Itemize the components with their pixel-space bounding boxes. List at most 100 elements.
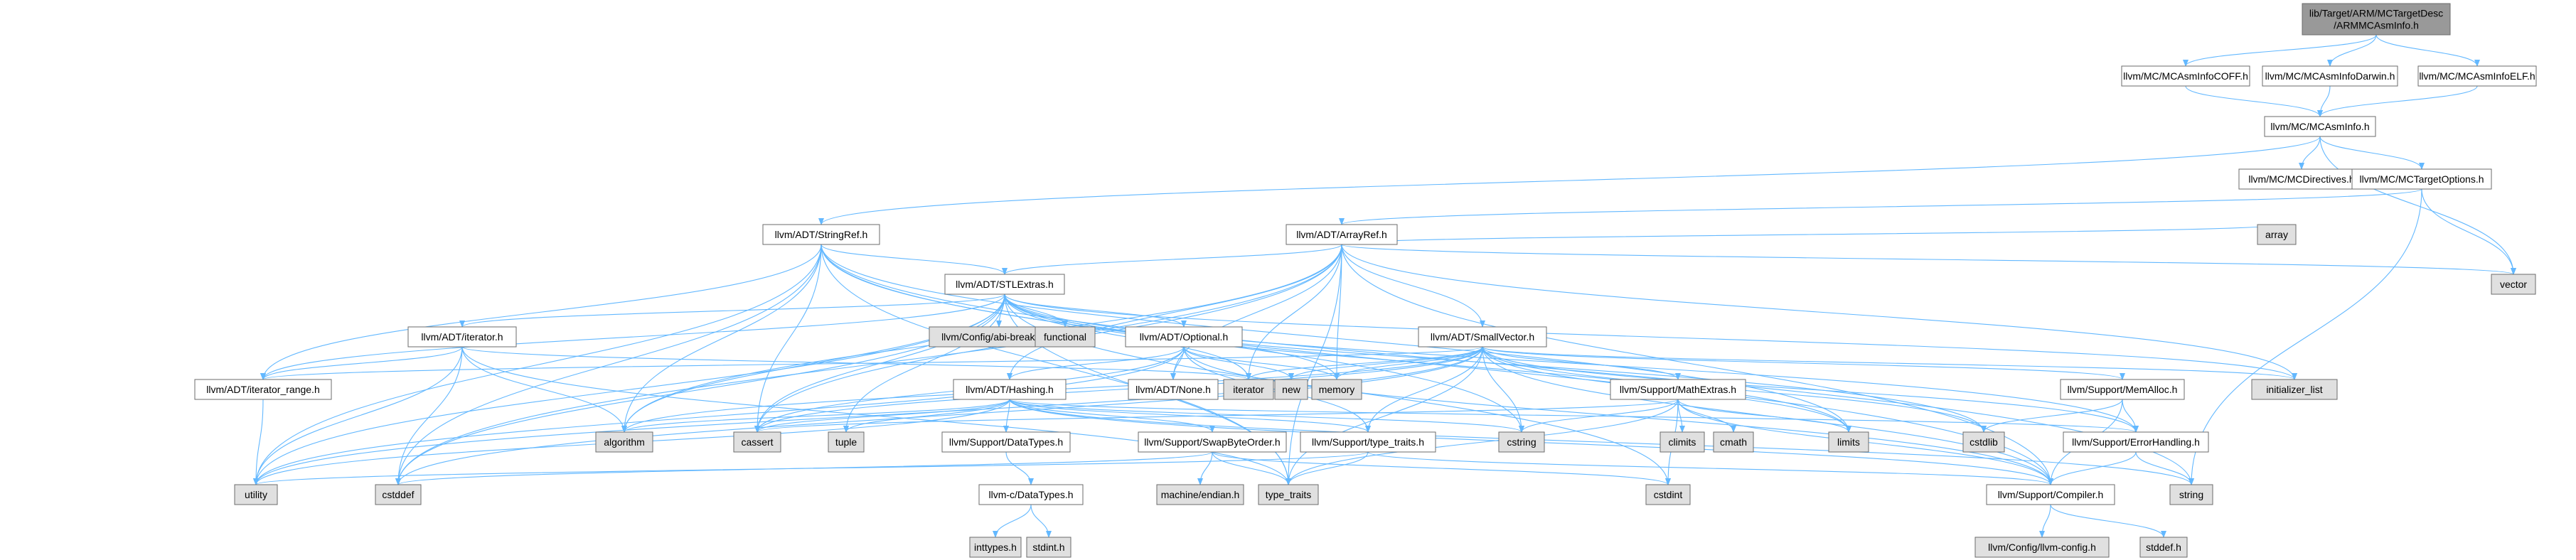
- node-box: [2262, 65, 2398, 87]
- node-box: [194, 379, 332, 400]
- node-iterator: iterator: [1223, 379, 1274, 400]
- edge-stringref-to-iterator_range: [260, 244, 822, 380]
- node-iterator_h[interactable]: llvm/ADT/iterator.h: [407, 326, 517, 348]
- edge-swapbyteorder-to-type_traits: [1212, 451, 1291, 485]
- node-box: [1138, 431, 1287, 453]
- node-mcasminfo[interactable]: llvm/MC/MCAsmInfo.h: [2264, 116, 2376, 137]
- node-label: llvm/ADT/SmallVector.h: [1431, 331, 1534, 343]
- edge-hashing-to-type_traits_h: [1009, 399, 1371, 433]
- node-compiler[interactable]: llvm/Support/Compiler.h: [1986, 484, 2115, 505]
- edge-smallvector-to-new: [1288, 346, 1483, 380]
- node-box: [2351, 168, 2492, 190]
- edge-coff-to-mcasminfo: [2185, 85, 2323, 117]
- edge-smallvector-to-errorhandling: [1482, 346, 2139, 433]
- node-optional[interactable]: llvm/ADT/Optional.h: [1125, 326, 1243, 348]
- node-label: cstdlib: [1970, 436, 1998, 448]
- edge-stringref-to-cstddef: [395, 244, 822, 485]
- node-box: [733, 431, 781, 453]
- edge-mctargetoptions-to-vector: [2421, 188, 2516, 275]
- node-box: [2121, 65, 2250, 87]
- node-stringref[interactable]: llvm/ADT/StringRef.h: [762, 224, 880, 245]
- edge-mathextras-to-type_traits: [1286, 399, 1679, 485]
- node-label: limits: [1837, 436, 1860, 448]
- edge-smallvector-to-type_traits: [1286, 346, 1483, 485]
- edge-hashing-to-swapbyteorder: [1009, 399, 1215, 433]
- edge-hashing-to-algorithm: [621, 399, 1010, 433]
- edge-hashing-to-errorhandling: [1009, 399, 2139, 433]
- node-label: cstring: [1507, 436, 1536, 448]
- edge-mathextras-to-cmath: [1677, 399, 1736, 433]
- node-box: [2257, 224, 2297, 245]
- node-datatypes_support[interactable]: llvm/Support/DataTypes.h: [941, 431, 1071, 453]
- edge-mathextras-to-limits: [1677, 399, 1851, 433]
- node-arrayref[interactable]: llvm/ADT/ArrayRef.h: [1286, 224, 1398, 245]
- edge-root-to-darwin: [2327, 34, 2377, 67]
- edge-smallvector-to-utility: [253, 346, 1483, 485]
- edge-arrayref-to-iterator: [1246, 244, 1342, 380]
- edge-arrayref-to-vector: [1341, 244, 2516, 275]
- edge-optional-to-memory: [1183, 346, 1340, 380]
- edge-errorhandling-to-string: [2135, 451, 2194, 485]
- node-type_traits_h[interactable]: llvm/Support/type_traits.h: [1300, 431, 1436, 453]
- node-box: [2251, 379, 2338, 400]
- edge-root-to-elf: [2375, 34, 2480, 67]
- edge-iterator_h-to-algorithm: [461, 346, 627, 433]
- edge-smallvector-to-iterator: [1246, 346, 1483, 380]
- node-box: [1610, 379, 1746, 400]
- edge-stringref-to-stlextras: [821, 244, 1008, 275]
- node-box: [2302, 3, 2451, 36]
- edge-mcasminfo-to-mcdirectives: [2299, 136, 2321, 170]
- edge-smallvector-to-cstring: [1482, 346, 1524, 433]
- node-label: llvm/ADT/iterator.h: [421, 331, 503, 343]
- edge-smallvector-to-memalloc: [1482, 346, 2125, 380]
- node-box: [1986, 484, 2115, 505]
- node-box: [2491, 274, 2536, 295]
- edge-arrayref-to-smallvector: [1341, 244, 1485, 328]
- node-box: [1828, 431, 1869, 453]
- node-label: stddef.h: [2146, 542, 2181, 553]
- node-label: functional: [1044, 331, 1086, 343]
- node-cstdint: cstdint: [1645, 484, 1691, 505]
- node-label: llvm/ADT/Optional.h: [1140, 331, 1228, 343]
- node-iterator_range[interactable]: llvm/ADT/iterator_range.h: [194, 379, 332, 400]
- node-label: llvm/ADT/STLExtras.h: [956, 279, 1054, 290]
- node-mcdirectives[interactable]: llvm/MC/MCDirectives.h: [2238, 168, 2365, 190]
- node-memalloc[interactable]: llvm/Support/MemAlloc.h: [2060, 379, 2185, 400]
- node-label: llvm/Support/ErrorHandling.h: [2072, 436, 2200, 448]
- node-elf[interactable]: llvm/MC/MCAsmInfoELF.h: [2417, 65, 2537, 87]
- node-darwin[interactable]: llvm/MC/MCAsmInfoDarwin.h: [2262, 65, 2398, 87]
- node-stlextras[interactable]: llvm/ADT/STLExtras.h: [944, 274, 1065, 295]
- edge-smallvector-to-mathextras: [1482, 346, 1681, 380]
- node-box: [1035, 326, 1096, 348]
- node-mctargetoptions[interactable]: llvm/MC/MCTargetOptions.h: [2351, 168, 2492, 190]
- node-box: [1274, 379, 1308, 400]
- edge-root-to-coff: [2183, 34, 2377, 67]
- node-label: llvm-c/DataTypes.h: [988, 489, 1073, 500]
- node-coff[interactable]: llvm/MC/MCAsmInfoCOFF.h: [2121, 65, 2250, 87]
- node-label: string: [2179, 489, 2203, 500]
- node-mathextras[interactable]: llvm/Support/MathExtras.h: [1610, 379, 1746, 400]
- node-label: llvm/Support/MathExtras.h: [1620, 384, 1736, 395]
- node-box: [234, 484, 278, 505]
- edge-smallvector-to-memory: [1334, 346, 1483, 380]
- node-memory: memory: [1311, 379, 1362, 400]
- node-label: llvm/MC/MCAsmInfo.h: [2270, 121, 2369, 132]
- node-errorhandling[interactable]: llvm/Support/ErrorHandling.h: [2063, 431, 2209, 453]
- node-label: memory: [1319, 384, 1355, 395]
- node-swapbyteorder[interactable]: llvm/Support/SwapByteOrder.h: [1138, 431, 1287, 453]
- node-hashing[interactable]: llvm/ADT/Hashing.h: [953, 379, 1067, 400]
- node-stdint: stdint.h: [1026, 537, 1071, 558]
- node-box: [1258, 484, 1319, 505]
- node-endian: machine/endian.h: [1156, 484, 1244, 505]
- node-box: [1300, 431, 1436, 453]
- node-llvmc_datatypes[interactable]: llvm-c/DataTypes.h: [978, 484, 1084, 505]
- node-label: llvm/Support/type_traits.h: [1312, 436, 1424, 448]
- node-smallvector[interactable]: llvm/ADT/SmallVector.h: [1418, 326, 1547, 348]
- edge-mctargetoptions-to-arrayref: [1339, 188, 2422, 225]
- edge-mcasminfo-to-mctargetoptions: [2319, 136, 2425, 170]
- edge-stlextras-to-iterator_range: [260, 294, 1005, 380]
- node-box: [1125, 326, 1243, 348]
- node-none[interactable]: llvm/ADT/None.h: [1128, 379, 1219, 400]
- node-array: array: [2257, 224, 2297, 245]
- node-label: llvm/Config/llvm-config.h: [1988, 542, 2096, 553]
